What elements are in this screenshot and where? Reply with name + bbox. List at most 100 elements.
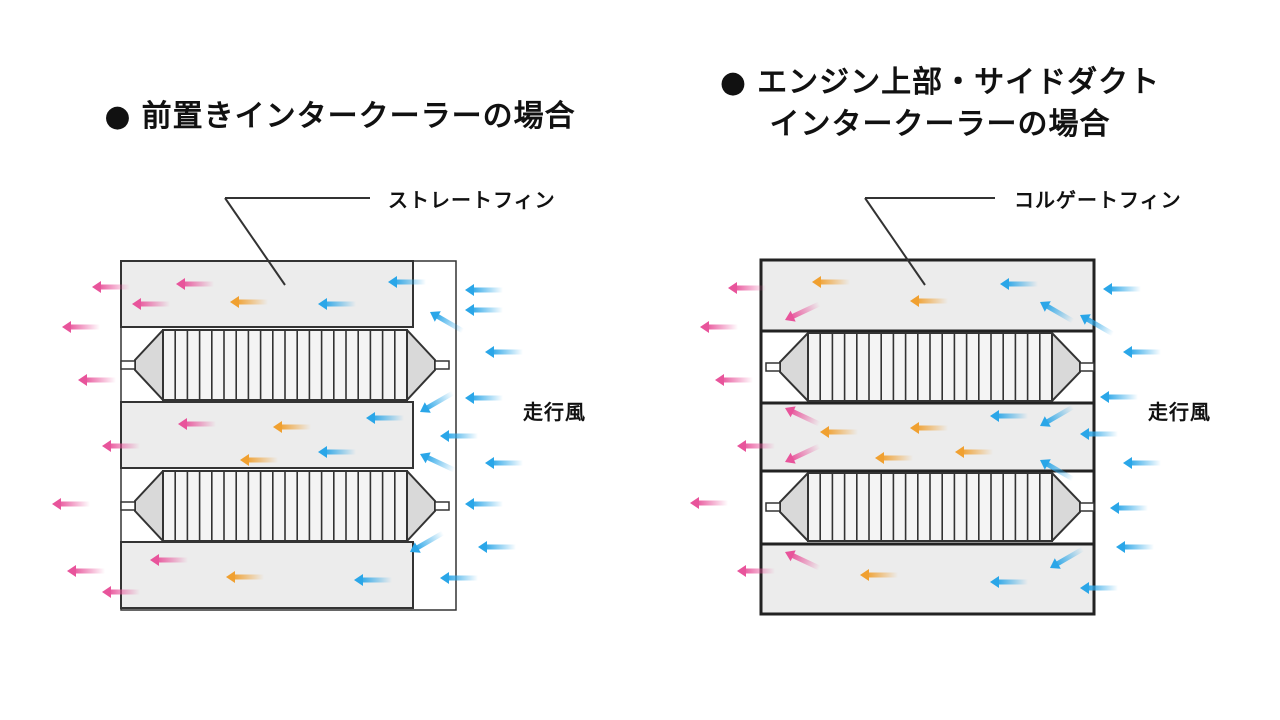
tube-end-left	[765, 502, 781, 512]
arrow-head	[1080, 582, 1089, 594]
arrow-head	[875, 452, 884, 464]
right-airflow-arrow	[875, 452, 913, 464]
left-airflow-arrow	[176, 278, 214, 290]
arrow-tail	[232, 574, 264, 580]
arrow-head	[52, 498, 61, 510]
arrow-tail	[324, 449, 356, 455]
arrow-head	[67, 565, 76, 577]
arrow-head	[700, 321, 709, 333]
arrow-tail	[491, 460, 523, 466]
left-airflow-arrow	[52, 498, 90, 510]
right-intercooler	[759, 197, 1096, 616]
arrow-head	[812, 276, 821, 288]
left-airflow-arrow	[485, 457, 523, 469]
arrow-head	[785, 310, 796, 322]
right-airflow-arrow	[1080, 314, 1115, 337]
left-airflow-arrow	[354, 574, 392, 586]
left-airflow-arrow	[62, 321, 100, 333]
arrow-tail	[866, 572, 898, 578]
right-airflow-arrow	[785, 550, 821, 571]
right-airflow-arrow	[1116, 541, 1154, 553]
tube-end-right	[434, 501, 450, 511]
right-airflow-arrow	[1080, 428, 1118, 440]
left-airflow-arrow	[465, 284, 503, 296]
left-airflow-arrow	[478, 541, 516, 553]
arrow-head	[785, 550, 796, 562]
left-airflow-arrow	[440, 430, 478, 442]
straight-fin-label: ストレートフィン	[388, 188, 556, 212]
left-panel-title: ●前置きインタークーラーの場合	[80, 96, 600, 138]
arrow-tail	[98, 284, 130, 290]
arrow-tail	[433, 312, 465, 334]
arrow-tail	[1116, 505, 1148, 511]
arrow-head	[820, 426, 829, 438]
tube-end-right	[1079, 362, 1095, 372]
left-airflow-arrow	[67, 565, 105, 577]
left-fin-row-2	[120, 401, 414, 469]
arrow-tail	[881, 455, 913, 461]
arrow-tail	[423, 390, 455, 412]
left-fin-row-1	[120, 260, 414, 328]
tube-end-right	[1079, 502, 1095, 512]
right-airflow-arrow	[1123, 457, 1161, 469]
arrow-tail	[1043, 404, 1075, 426]
arrow-tail	[446, 575, 478, 581]
arrow-tail	[108, 443, 140, 449]
running-wind-label-right: 走行風	[1148, 400, 1211, 424]
right-airflow-arrow	[955, 446, 993, 458]
arrow-head	[1050, 558, 1061, 569]
right-airflow-arrow	[785, 406, 821, 427]
left-fin-row-3	[120, 541, 414, 609]
arrow-tail	[184, 421, 216, 427]
arrow-head	[1080, 428, 1089, 440]
arrow-tail	[360, 577, 392, 583]
arrow-tail	[413, 530, 445, 552]
arrow-tail	[279, 424, 311, 430]
arrow-tail	[1086, 431, 1118, 437]
right-fin-row-2	[759, 401, 1096, 473]
arrow-tail	[484, 544, 516, 550]
arrow-head	[440, 572, 449, 584]
arrow-tail	[156, 557, 188, 563]
right-airflow-arrow	[1100, 391, 1138, 403]
left-airflow-arrow	[102, 440, 140, 452]
arrow-head	[690, 497, 699, 509]
right-airflow-arrow	[728, 282, 766, 294]
arrow-tail	[471, 307, 503, 313]
arrow-tail	[916, 425, 948, 431]
arrow-head	[176, 278, 185, 290]
arrow-head	[420, 402, 431, 413]
arrow-tail	[73, 568, 105, 574]
arrow-head	[737, 565, 746, 577]
arrow-head	[366, 412, 375, 424]
right-airflow-arrow	[700, 321, 738, 333]
left-airflow-arrow	[430, 311, 465, 334]
arrow-head	[226, 571, 235, 583]
arrow-tail	[1129, 460, 1161, 466]
right-panel-title: ●エンジン上部・サイドダクト インタークーラーの場合	[690, 62, 1190, 146]
arrow-tail	[789, 301, 821, 320]
arrow-tail	[721, 377, 753, 383]
arrow-tail	[394, 279, 426, 285]
arrow-head	[728, 282, 737, 294]
right-airflow-arrow	[1123, 346, 1161, 358]
arrow-tail	[182, 281, 214, 287]
right-airflow-arrow	[690, 497, 728, 509]
arrow-tail	[1053, 546, 1085, 568]
arrow-tail	[324, 301, 356, 307]
right-airflow-arrow	[812, 276, 850, 288]
right-fin-row-1	[759, 258, 1096, 333]
arrow-head	[465, 392, 474, 404]
arrow-head	[1080, 314, 1091, 325]
left-airflow-arrow	[318, 298, 356, 310]
right-airflow-arrow	[737, 440, 775, 452]
arrow-head	[485, 346, 494, 358]
arrow-head	[785, 452, 796, 464]
arrow-head	[430, 311, 441, 322]
left-airflow-arrow	[102, 586, 140, 598]
arrow-tail	[372, 415, 404, 421]
arrow-tail	[471, 395, 503, 401]
arrow-head	[78, 374, 87, 386]
arrow-head	[910, 422, 919, 434]
arrow-head	[1103, 283, 1112, 295]
